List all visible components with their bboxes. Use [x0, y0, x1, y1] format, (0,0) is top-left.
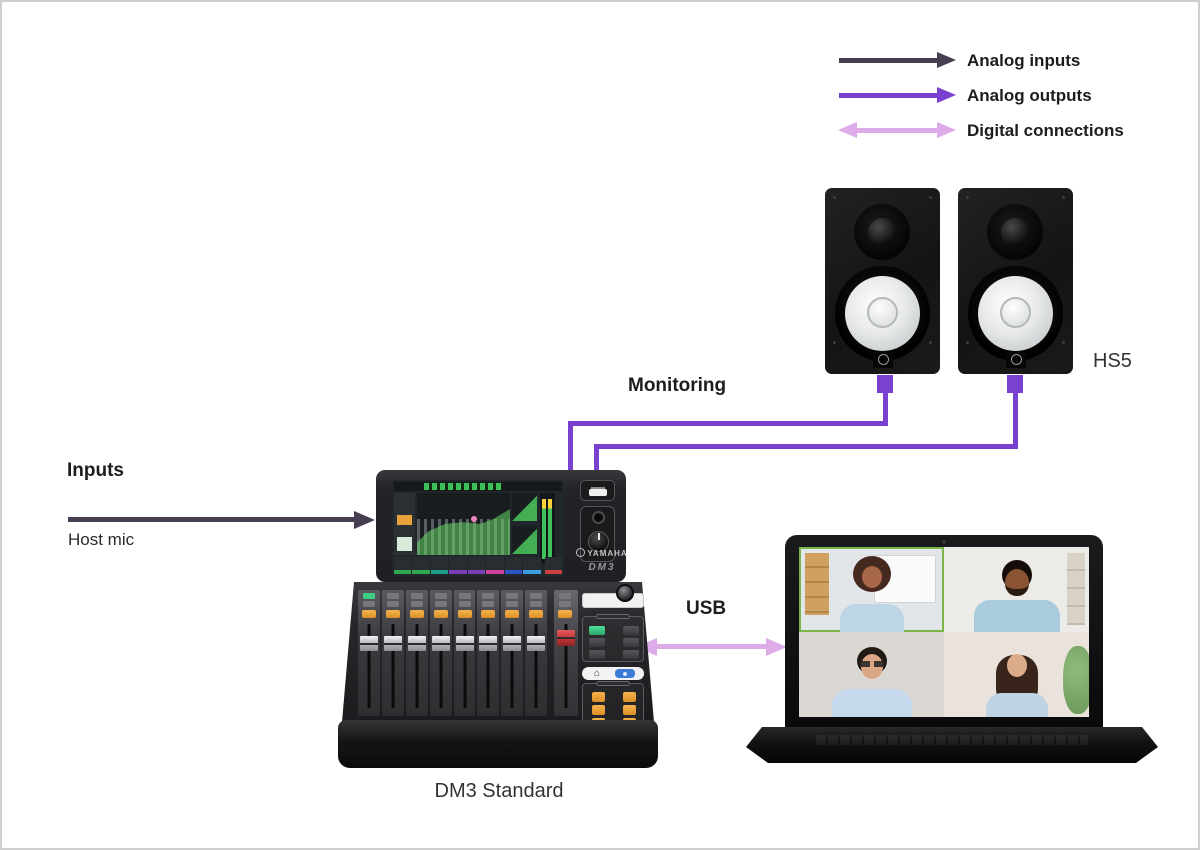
home-blue-button: [615, 669, 635, 678]
headphone-jack-icon: [592, 511, 605, 524]
participant-tile: [944, 547, 1089, 632]
touch-and-turn-knob: [582, 584, 644, 610]
legend-digital-arrowhead-right-icon: [937, 122, 956, 138]
fader-bank-button: [589, 650, 605, 659]
dm3-logo: DM3: [588, 562, 616, 573]
usb-label: USB: [686, 598, 727, 619]
participant-tile: [799, 632, 944, 717]
user-defined-key: [592, 692, 605, 702]
monitoring-arrowhead-right-icon: [1007, 375, 1023, 393]
monitoring-arrowhead-left-icon: [877, 375, 893, 393]
yamaha-badge-icon: [873, 351, 893, 368]
fader-bank-button: [589, 638, 605, 647]
usb-arrowhead-right-icon: [766, 638, 787, 656]
mixer-top-panel: YAMAHA DM3: [376, 470, 627, 582]
home-icon: ⌂: [594, 668, 601, 679]
inputs-arrow: [68, 517, 356, 522]
mixer-dm3: YAMAHA DM3 ⌂: [338, 464, 658, 770]
usb-port-icon: [580, 480, 615, 501]
woofer-icon: [835, 266, 930, 361]
fader-strip: [453, 590, 476, 716]
legend-analog-inputs-arrow: [839, 58, 939, 63]
monitoring-line-b: [1013, 391, 1018, 449]
legend-digital-arrowhead-left-icon: [838, 122, 857, 138]
laptop-screen: [785, 535, 1103, 729]
fader-strip: [429, 590, 452, 716]
yamaha-logo: YAMAHA: [572, 548, 632, 558]
home-bar: ⌂: [582, 667, 644, 680]
yamaha-badge-icon: [1006, 351, 1026, 368]
fader-strip: [525, 590, 548, 716]
fader-bank-panel: [582, 615, 644, 662]
speaker-left: [825, 188, 940, 374]
monitoring-line-a: [568, 421, 888, 426]
fader-bank-button: [589, 626, 605, 635]
monitoring-line-a: [883, 391, 888, 426]
legend-label-analog-outputs: Analog outputs: [967, 86, 1092, 105]
legend-digital-arrow: [855, 128, 939, 133]
monitoring-line-b: [594, 444, 1018, 449]
master-fader-strip: [554, 590, 578, 716]
mixer-caption: DM3 Standard: [434, 780, 564, 802]
tweeter-icon: [854, 204, 910, 260]
fader-bank-button: [623, 650, 639, 659]
participant-tile: [944, 632, 1089, 717]
monitoring-line-b: [594, 446, 599, 473]
usb-arrow: [656, 644, 768, 649]
fader-bank-button: [623, 626, 639, 635]
legend-analog-outputs-arrow: [839, 93, 939, 98]
video-conference-grid: [799, 547, 1089, 717]
inputs-subtitle: Host mic: [68, 530, 135, 549]
speaker-right: [958, 188, 1073, 374]
woofer-icon: [968, 266, 1063, 361]
legend-analog-inputs-arrowhead-icon: [937, 52, 956, 68]
inputs-arrowhead-icon: [354, 511, 375, 529]
fader-strip: [501, 590, 524, 716]
legend-label-analog-inputs: Analog inputs: [967, 51, 1081, 70]
mixer-level-meter: [540, 493, 555, 563]
fader-strip: [405, 590, 428, 716]
legend-analog-outputs-arrowhead-icon: [937, 87, 956, 103]
monitoring-line-a: [568, 423, 573, 473]
mixer-touchscreen: [392, 480, 564, 576]
speakers-label: HS5: [1093, 350, 1132, 372]
legend-label-digital-connections: Digital connections: [967, 121, 1124, 140]
fader-strip: [381, 590, 404, 716]
mixer-dyn-graph: [512, 526, 537, 554]
mixer-eq-graph: [417, 493, 510, 555]
inputs-title: Inputs: [67, 460, 124, 481]
laptop-base: [746, 727, 1158, 763]
fader-strip: [477, 590, 500, 716]
fader-bank-button: [623, 638, 639, 647]
fader-strip: [358, 590, 380, 716]
tweeter-icon: [987, 204, 1043, 260]
monitoring-label: Monitoring: [628, 375, 727, 396]
user-defined-key: [623, 692, 636, 702]
user-defined-key: [592, 705, 605, 715]
participant-tile-active: [799, 547, 944, 632]
mixer-dyn-graph: [512, 493, 537, 521]
mixer-channel-strip-row: [394, 557, 563, 574]
mixer-base: [338, 720, 658, 768]
mixer-faders: [358, 590, 578, 716]
user-defined-key: [623, 705, 636, 715]
